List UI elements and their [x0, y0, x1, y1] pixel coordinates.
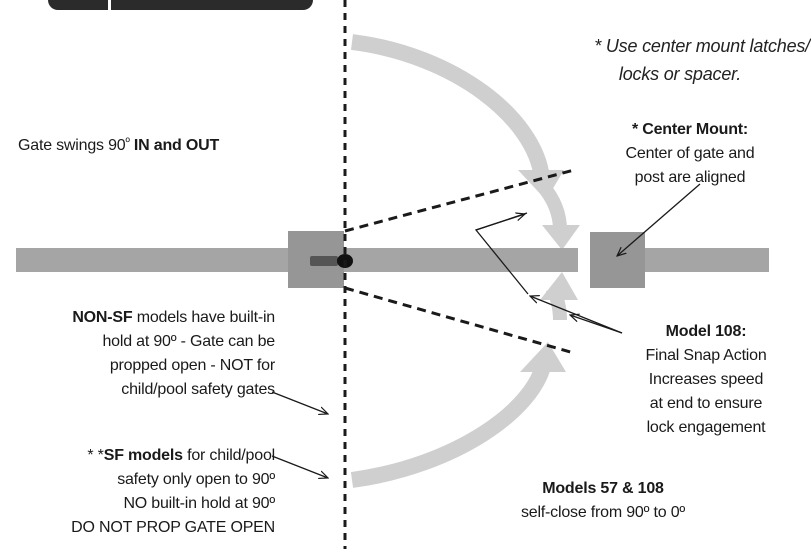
pointer-sf	[271, 455, 328, 478]
non-sf-line2: hold at 90º - Gate can be	[102, 333, 275, 350]
non-sf-line1: models have built-in	[132, 309, 276, 326]
center-mount-title: * Center Mount:	[631, 121, 749, 138]
sf-line2: safety only open to 90º	[117, 471, 275, 488]
pointer-model108-b	[530, 296, 623, 334]
sf-models-callout: * *SF models for child/pool safety only …	[10, 444, 275, 540]
note-center-latch-line2: locks or spacer.	[618, 64, 742, 84]
swing-arrowhead-right-upper	[542, 225, 580, 250]
gate-swings-prefix: Gate swings 90	[18, 137, 126, 154]
models-57-108-title: Models 57 & 108	[542, 480, 664, 497]
model-108-line4: lock engagement	[646, 419, 766, 436]
sf-line1: for child/pool	[182, 447, 275, 464]
note-center-latch-line1: * Use center mount latches/	[594, 36, 810, 56]
note-center-latch: * Use center mount latches/	[540, 34, 810, 58]
model-108-callout: Model 108: Final Snap Action Increases s…	[606, 320, 806, 440]
swing-arrowhead-right-lower	[540, 272, 578, 300]
model-108-title: Model 108:	[665, 323, 747, 340]
sf-prefix: * *	[87, 447, 104, 464]
non-sf-line4: child/pool safety gates	[121, 381, 275, 398]
model-108-line3: at end to ensure	[649, 395, 763, 412]
fence-bar-right	[645, 248, 769, 272]
latch-post	[590, 232, 645, 288]
swing-arrow-right-upper	[536, 180, 567, 231]
swing-limit-lower	[344, 286, 575, 355]
center-mount-line2: post are aligned	[634, 169, 746, 186]
gate-swings-degree: º	[125, 135, 130, 149]
sf-line4: DO NOT PROP GATE OPEN	[71, 519, 275, 536]
non-sf-callout: NON-SF models have built-in hold at 90º …	[10, 306, 275, 402]
swing-arrowhead-lower	[520, 342, 566, 372]
sf-line3: NO built-in hold at 90º	[123, 495, 275, 512]
non-sf-bold: NON-SF	[72, 309, 133, 326]
note-center-latch-2: locks or spacer.	[560, 62, 800, 86]
pointer-non-sf	[271, 391, 328, 414]
swing-arrow-lower	[350, 360, 552, 488]
model-108-line2: Increases speed	[648, 371, 764, 388]
gate-swings-label: Gate swings 90º IN and OUT	[18, 130, 219, 158]
swing-arrow-upper	[350, 34, 550, 180]
fence-bar-left	[16, 248, 290, 272]
header-tab	[48, 0, 313, 10]
swing-arrowhead-upper	[518, 170, 564, 200]
center-mount-line1: Center of gate and	[625, 145, 755, 162]
model-108-line1: Final Snap Action	[645, 347, 767, 364]
pointer-center-mount	[617, 183, 701, 256]
hinge-cylinder	[310, 256, 338, 266]
pointer-to-upper-limit	[475, 214, 525, 231]
gate-swings-bold: IN and OUT	[133, 137, 220, 154]
sf-bold: SF models	[103, 447, 183, 464]
non-sf-line3: propped open - NOT for	[109, 357, 275, 374]
center-mount-callout: * Center Mount: Center of gate and post …	[590, 118, 790, 190]
swing-limit-upper	[344, 168, 575, 233]
gate-panel	[343, 248, 578, 272]
models-57-108-line1: self-close from 90º to 0º	[520, 504, 686, 521]
models-57-108-callout: Models 57 & 108 self-close from 90º to 0…	[488, 477, 718, 525]
